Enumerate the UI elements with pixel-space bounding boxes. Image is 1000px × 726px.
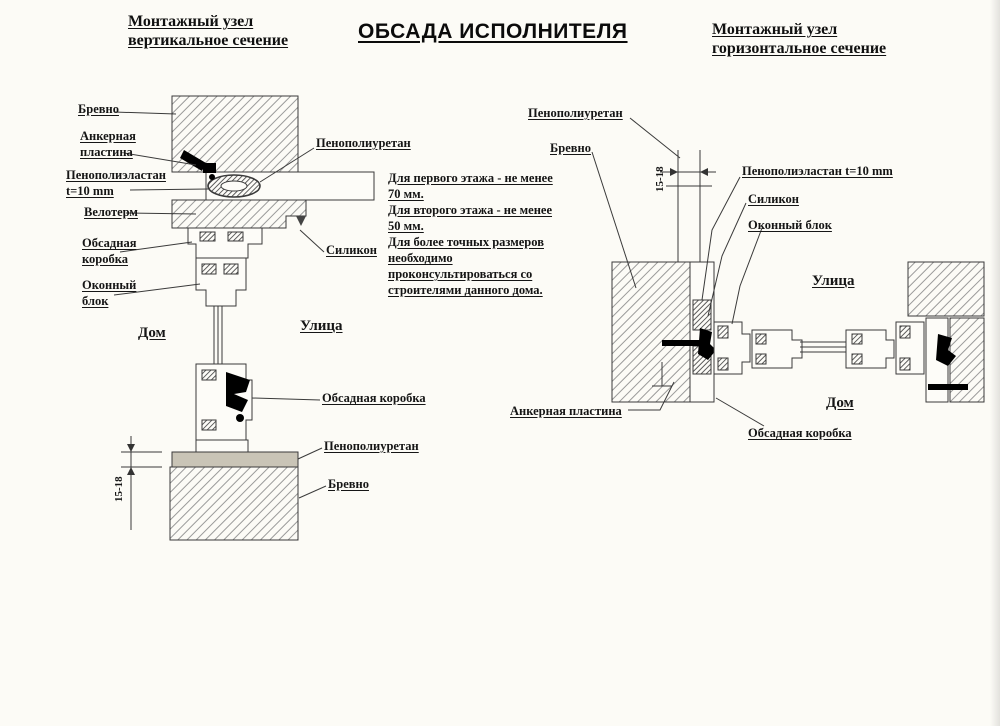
left-heading-line1: Монтажный узел xyxy=(128,13,254,30)
label-obsada-left-line1: Обсадная xyxy=(82,236,137,250)
note-line5: Для более точных размеров xyxy=(388,235,544,249)
note-line7: проконсультироваться со xyxy=(388,267,533,281)
label-penoelastan-line2: t=10 mm xyxy=(66,183,114,198)
note-line4: 50 мм. xyxy=(388,219,424,233)
note-line6: необходимо xyxy=(388,251,453,265)
vertical-section-drawing xyxy=(113,95,375,541)
label-anchor-right: Анкерная пластина xyxy=(510,404,622,418)
label-anchor-plate-line1: Анкерная xyxy=(80,129,136,143)
label-ppu-right: Пенополиуретан xyxy=(528,106,623,120)
label-obsada-left-line2: коробка xyxy=(82,251,129,266)
label-silicone-right: Силикон xyxy=(748,192,799,206)
label-ppu-top-left: Пенополиуретан xyxy=(316,136,411,150)
label-ulitsa-right: Улица xyxy=(812,273,855,289)
label-dim-left: 15-18 xyxy=(113,476,125,502)
label-penoelastan: Пенополиэластан t=10 mm xyxy=(66,168,166,199)
label-veloterm: Велотерм xyxy=(84,205,138,219)
label-penoelastan-right: Пенополиэластан t=10 mm xyxy=(742,164,893,178)
label-brevno-right: Бревно xyxy=(550,141,591,155)
label-ulitsa-left: Улица xyxy=(300,318,343,334)
note-line3: Для второго этажа - не менее xyxy=(388,203,553,217)
label-dom-left: Дом xyxy=(138,325,166,341)
label-obsada-right-of-left: Обсадная коробка xyxy=(322,391,426,405)
label-silicone-left: Силикон xyxy=(326,243,377,257)
label-brevno-top: Бревно xyxy=(78,102,119,116)
label-window-block-line2: блок xyxy=(82,293,109,308)
notes-block: Для первого этажа - не менее 70 мм. Для … xyxy=(388,170,608,298)
label-window-block-left: Оконный блок xyxy=(82,278,136,309)
label-dim-right: 15-18 xyxy=(654,166,666,192)
right-heading-line1: Монтажный узел xyxy=(712,21,838,38)
label-ppu-bottom-left: Пенополиуретан xyxy=(324,439,419,453)
label-brevno-bottom-left: Бревно xyxy=(328,477,369,491)
label-obsada-left: Обсадная коробка xyxy=(82,236,136,267)
page-title: ОБСАДА ИСПОЛНИТЕЛЯ xyxy=(358,20,628,43)
label-penoelastan-line1: Пенополиэластан xyxy=(66,168,166,182)
label-window-block-right: Оконный блок xyxy=(748,218,832,232)
right-heading-line2: горизонтальное сечение xyxy=(712,40,887,58)
label-anchor-plate: Анкерная пластина xyxy=(80,129,136,160)
label-dom-right: Дом xyxy=(826,395,854,411)
label-anchor-plate-line2: пластина xyxy=(80,144,133,159)
note-line8: строителями данного дома. xyxy=(388,283,543,297)
horizontal-section-drawing xyxy=(591,117,985,427)
scan-edge-shadow xyxy=(990,0,1000,726)
left-section-heading: Монтажный узел вертикальное сечение xyxy=(128,12,288,50)
left-heading-line2: вертикальное сечение xyxy=(128,32,289,50)
label-window-block-line1: Оконный xyxy=(82,278,137,292)
label-obsada-right: Обсадная коробка xyxy=(748,426,852,440)
note-line1: Для первого этажа - не менее xyxy=(388,171,553,185)
note-line2: 70 мм. xyxy=(388,187,424,201)
right-section-heading: Монтажный узел горизонтальное сечение xyxy=(712,20,886,58)
